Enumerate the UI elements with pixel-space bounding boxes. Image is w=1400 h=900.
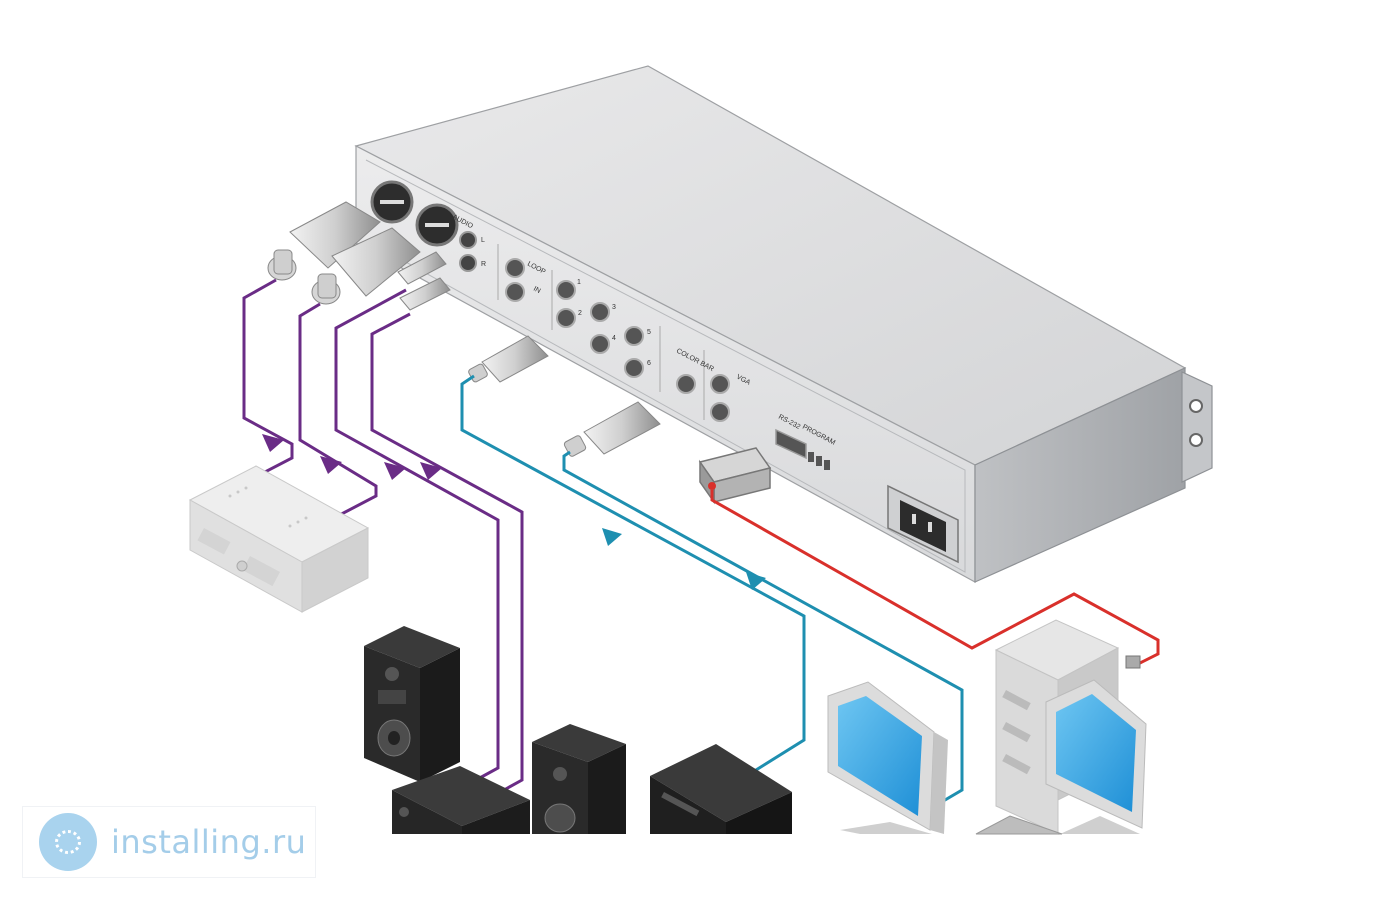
vga-plug-end-icon bbox=[1125, 655, 1141, 669]
bnc-connector-icon bbox=[556, 308, 576, 328]
bnc-connector-icon bbox=[590, 334, 610, 354]
audio-cable bbox=[370, 312, 524, 792]
rca-audio-jack-icon bbox=[459, 254, 477, 272]
keyboard-icon bbox=[975, 815, 1063, 835]
vga-cable bbox=[710, 490, 1160, 666]
scaler-device: AUDIO L R LOOP IN 1 2 3 4 5 6 COLOR BAR … bbox=[354, 65, 1213, 584]
audio-right-label: R bbox=[481, 261, 486, 268]
rack-ear-hole-icon bbox=[1189, 433, 1203, 447]
receiver-icon bbox=[392, 766, 530, 834]
audio-left-label: L bbox=[481, 237, 485, 244]
monitor-icon bbox=[1045, 679, 1147, 834]
connector-slot bbox=[380, 200, 404, 204]
arrow-icon bbox=[746, 572, 766, 590]
monitor-icon bbox=[827, 681, 948, 834]
input-label: IN bbox=[532, 286, 541, 295]
bnc-connector-icon bbox=[710, 374, 730, 394]
video-bnc-plug-icon bbox=[563, 401, 661, 457]
video-flow-arrows bbox=[602, 528, 766, 590]
rs232-port-icon bbox=[775, 428, 807, 460]
installing-logo-icon bbox=[39, 813, 97, 871]
input-number-3: 3 bbox=[612, 304, 616, 311]
bnc-connector-icon bbox=[676, 374, 696, 394]
speaker-icon bbox=[364, 626, 460, 782]
input-number-4: 4 bbox=[612, 335, 616, 342]
audio-xlr-plug-icon bbox=[267, 201, 381, 281]
bnc-connector-icon bbox=[505, 282, 525, 302]
bnc-connector-icon bbox=[710, 402, 730, 422]
arrow-icon bbox=[420, 462, 442, 480]
rca-audio-jack-icon bbox=[459, 231, 477, 249]
panel-border bbox=[365, 159, 966, 573]
audio-flow-arrows bbox=[262, 434, 442, 480]
arrow-icon bbox=[384, 462, 406, 480]
bnc-connector-icon bbox=[590, 302, 610, 322]
amplifier-icon bbox=[188, 465, 370, 613]
watermark-text: installing.ru bbox=[111, 823, 307, 861]
rca-plug-icon bbox=[397, 251, 451, 311]
device-side bbox=[974, 367, 1186, 583]
audio-cable bbox=[334, 288, 500, 782]
audio-cable bbox=[237, 278, 294, 488]
speaker-icon bbox=[532, 724, 626, 834]
connector-slot bbox=[425, 223, 449, 227]
arrow-icon bbox=[602, 528, 622, 546]
power-inlet-icon bbox=[887, 484, 959, 564]
bnc-connector-icon bbox=[505, 258, 525, 278]
bnc-connector-icon bbox=[624, 358, 644, 378]
program-dip-switch-icon bbox=[808, 452, 830, 470]
input-number-6: 6 bbox=[647, 360, 651, 367]
rack-ear bbox=[1181, 371, 1213, 483]
watermark: installing.ru bbox=[22, 806, 316, 878]
arrow-icon bbox=[262, 434, 284, 452]
input-number-2: 2 bbox=[578, 310, 582, 317]
audio-xlr-plug-icon bbox=[311, 227, 421, 305]
input-number-5: 5 bbox=[647, 329, 651, 336]
dvd-player-icon bbox=[650, 744, 792, 834]
bnc-connector-group bbox=[505, 258, 730, 422]
video-cable bbox=[460, 374, 806, 772]
bnc-connector-icon bbox=[624, 326, 644, 346]
bnc-connector-icon bbox=[556, 280, 576, 300]
arrow-icon bbox=[320, 456, 342, 474]
input-number-1: 1 bbox=[577, 279, 581, 286]
rack-ear-hole-icon bbox=[1189, 399, 1203, 413]
